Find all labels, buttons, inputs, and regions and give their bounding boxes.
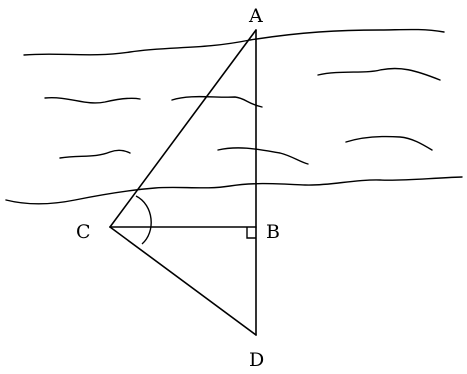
- water-line-bottom: [5, 176, 463, 205]
- water-line-mid-3: [217, 147, 309, 165]
- geometry-lines: [109, 29, 257, 336]
- water-lines: [5, 28, 463, 205]
- water-line-right-1: [317, 67, 441, 81]
- angle-arc-C: [135, 195, 152, 245]
- segment-AC: [109, 29, 257, 228]
- label-point-B: B: [266, 221, 280, 243]
- water-line-mid-2: [171, 95, 263, 108]
- label-point-A: A: [248, 5, 263, 27]
- water-line-left-2: [44, 97, 141, 104]
- right-angle-marker-B: [246, 227, 256, 239]
- label-point-D: D: [249, 349, 264, 371]
- water-line-top: [23, 28, 445, 56]
- water-line-left-3: [59, 149, 131, 159]
- label-point-C: C: [76, 221, 91, 243]
- segment-CD: [109, 226, 257, 336]
- water-line-right-3: [345, 135, 433, 151]
